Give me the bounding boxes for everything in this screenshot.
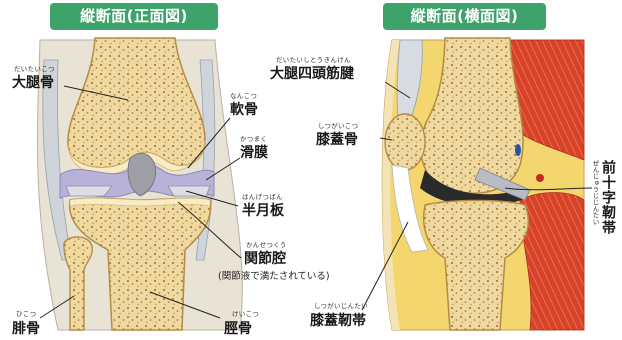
quadriceps-tendon-label: 大腿四頭筋腱 (270, 63, 354, 83)
meniscus-label: 半月板 (242, 200, 284, 220)
side-vessel-blue (515, 144, 521, 156)
acl-label: 前十字靭帯 (598, 160, 618, 235)
side-view-title: 縦断面(横面図) (383, 3, 546, 30)
tibia-ruby: けいこつ (232, 308, 259, 318)
side-vessel-red (536, 174, 544, 182)
patellar-ligament-label: 膝蓋靭帯 (310, 310, 366, 330)
femur-label: 大腿骨 (12, 72, 54, 92)
patella-label: 膝蓋骨 (316, 129, 358, 149)
cartilage-label: 軟骨 (230, 99, 258, 119)
joint-cavity-note: (関節液で満たされている) (218, 268, 330, 282)
joint-cavity-label: 関節腔 (244, 248, 286, 268)
front-meniscus-left (66, 186, 112, 196)
fibula-ruby: ひこつ (16, 308, 36, 318)
front-view-drawing (37, 38, 242, 330)
synovium-label: 滑膜 (240, 142, 268, 162)
fibula-label: 腓骨 (12, 318, 40, 338)
front-meniscus-right (168, 186, 210, 196)
tibia-label: 脛骨 (224, 318, 252, 338)
side-view-drawing (362, 38, 592, 330)
front-view-title: 縦断面(正面図) (50, 3, 218, 30)
side-patella-shape (385, 114, 425, 170)
patellar-ligament-ruby: しつがいじんたい (314, 300, 368, 310)
